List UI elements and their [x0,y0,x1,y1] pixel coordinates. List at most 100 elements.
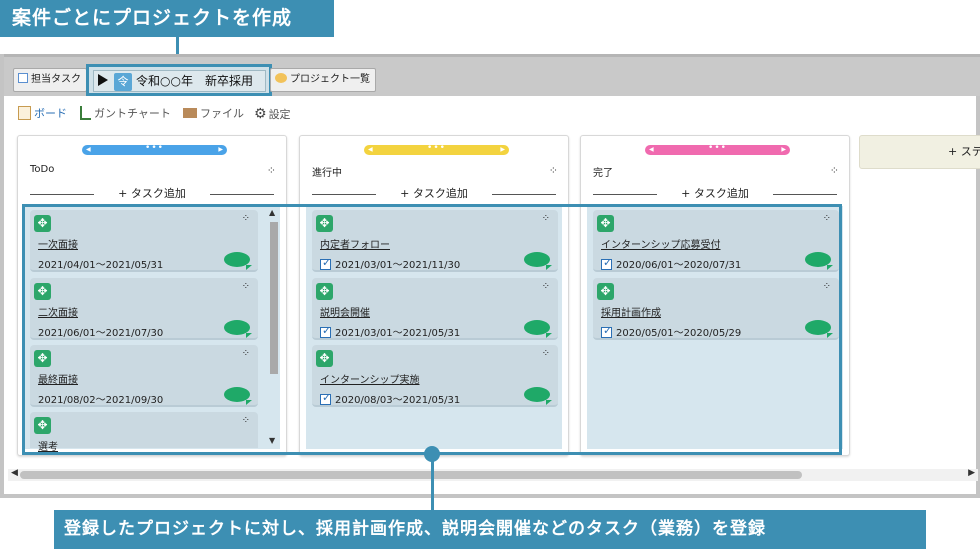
task-area-highlight [22,204,842,455]
task-title[interactable]: 最終面接 [38,375,78,386]
more-icon[interactable]: ⁘ [548,164,558,177]
more-icon[interactable]: ⁘ [241,213,250,224]
task-title[interactable]: 内定者フォロー [320,240,390,251]
scroll-left-icon[interactable]: ◀ [11,468,18,478]
move-icon[interactable]: ✥ [34,215,51,232]
arrow-left-icon: ◀ [86,146,91,153]
drag-dots-icon: ••• [427,143,446,153]
comment-icon[interactable] [224,387,252,405]
task-card[interactable]: ✥ ⁘ インターンシップ実施 2020/08/03～2021/05/31 [312,345,558,407]
comment-icon[interactable] [224,320,252,338]
move-icon[interactable]: ✥ [34,350,51,367]
project-name: 令和○○年 新卒採用 [136,74,253,88]
scroll-down-icon[interactable]: ▼ [269,436,276,445]
task-card[interactable]: ✥ ⁘ 採用計画作成 2020/05/01～2020/05/29 [593,278,839,340]
add-task-button[interactable]: + タスク追加 [30,187,274,201]
checkbox-icon [18,73,28,83]
done-checkbox[interactable] [320,324,331,338]
done-checkbox[interactable] [601,324,612,338]
task-date: 2021/06/01～2021/07/30 [38,328,164,339]
scrollbar-thumb[interactable] [270,222,278,374]
drag-dots-icon: ••• [708,143,727,153]
done-checkbox[interactable] [320,391,331,405]
tab-gantt[interactable]: ガントチャート [80,105,171,123]
task-title[interactable]: 一次面接 [38,240,78,251]
column-title: 完了 [593,168,613,179]
more-icon[interactable]: ⁘ [241,348,250,359]
comment-icon[interactable] [224,252,252,270]
task-title[interactable]: インターンシップ応募受付 [601,240,721,251]
comment-icon[interactable] [524,252,552,270]
more-icon[interactable]: ⁘ [241,415,250,426]
divider [312,194,376,195]
task-card[interactable]: ✥ ⁘ インターンシップ応募受付 2020/06/01～2020/07/31 [593,210,839,272]
task-title[interactable]: 採用計画作成 [601,308,661,319]
move-icon[interactable]: ✥ [316,215,333,232]
comment-icon[interactable] [805,252,833,270]
column-handle[interactable]: ◀•••▶ [645,143,790,155]
done-checkbox[interactable] [320,256,331,270]
task-date: 2020/05/01～2020/05/29 [601,324,741,339]
more-icon[interactable]: ⁘ [822,281,831,292]
more-icon[interactable]: ⁘ [822,213,831,224]
more-icon[interactable]: ⁘ [541,281,550,292]
column-card-list: ✥ ⁘ 一次面接 2021/04/01～2021/05/31 ✥ ⁘ 二次面接 … [24,206,280,453]
divider [492,194,556,195]
task-date-text: 2020/06/01～2020/07/31 [616,260,742,271]
comment-icon[interactable] [524,320,552,338]
scroll-right-icon[interactable]: ▶ [968,468,975,478]
task-date-text: 2021/03/01～2021/11/30 [335,260,461,271]
callout-bottom-dot [424,446,440,462]
folder-icon [183,108,197,118]
more-icon[interactable]: ⁘ [541,213,550,224]
project-selector[interactable]: 令令和○○年 新卒採用 [93,70,266,92]
board-icon [18,106,31,120]
move-icon[interactable]: ✥ [316,350,333,367]
task-card[interactable]: ✥ ⁘ 最終面接 2021/08/02～2021/09/30 [30,345,258,407]
more-icon[interactable]: ⁘ [829,164,839,177]
move-icon[interactable]: ✥ [597,215,614,232]
done-checkbox[interactable] [601,256,612,270]
task-card[interactable]: ✥ ⁘ 説明会開催 2021/03/01～2021/05/31 [312,278,558,340]
vertical-scrollbar[interactable]: ▲ ▼ [268,208,278,448]
task-card[interactable]: ✥ ⁘ 一次面接 2021/04/01～2021/05/31 [30,210,258,272]
add-task-label: + タスク追加 [400,187,468,200]
move-icon[interactable]: ✥ [34,417,51,434]
task-card[interactable]: ✥ ⁘ 二次面接 2021/06/01～2021/07/30 [30,278,258,340]
task-date: 2021/03/01～2021/05/31 [320,324,460,339]
task-title[interactable]: 選考 [38,442,58,453]
tab-settings[interactable]: ⚙設定 [254,105,291,124]
task-date-text: 2020/05/01～2020/05/29 [616,328,742,339]
my-tasks-button[interactable]: 担当タスク [13,68,87,92]
task-card[interactable]: ✥ ⁘ 選考 [30,412,258,453]
move-icon[interactable]: ✥ [34,283,51,300]
task-title[interactable]: インターンシップ実施 [320,375,420,386]
add-status-column-button[interactable]: + ステータス追加 [859,135,980,169]
tab-board[interactable]: ボード [18,105,67,123]
add-task-button[interactable]: + タスク追加 [312,187,556,201]
project-list-button[interactable]: プロジェクト一覧 [270,68,376,92]
app-window: 担当タスク 令令和○○年 新卒採用 プロジェクト一覧 ボード ガントチャート フ… [0,54,980,498]
task-title[interactable]: 二次面接 [38,308,78,319]
tab-files[interactable]: ファイル [183,105,244,123]
add-task-button[interactable]: + タスク追加 [593,187,837,201]
my-tasks-label: 担当タスク [31,74,81,85]
divider [210,194,274,195]
more-icon[interactable]: ⁘ [241,281,250,292]
comment-icon[interactable] [524,387,552,405]
horizontal-scrollbar[interactable]: ◀ ▶ [8,468,978,481]
tab-board-label: ボード [34,107,67,120]
callout-bottom-connector [431,454,434,512]
scrollbar-thumb[interactable] [20,471,802,479]
column-handle[interactable]: ◀•••▶ [82,144,227,155]
more-icon[interactable]: ⁘ [266,164,276,177]
more-icon[interactable]: ⁘ [541,348,550,359]
task-date-text: 2021/03/01～2021/05/31 [335,328,461,339]
move-icon[interactable]: ✥ [597,283,614,300]
column-handle[interactable]: ◀•••▶ [364,143,509,155]
task-card[interactable]: ✥ ⁘ 内定者フォロー 2021/03/01～2021/11/30 [312,210,558,272]
comment-icon[interactable] [805,320,833,338]
move-icon[interactable]: ✥ [316,283,333,300]
task-title[interactable]: 説明会開催 [320,308,370,319]
scroll-up-icon[interactable]: ▲ [269,208,276,217]
